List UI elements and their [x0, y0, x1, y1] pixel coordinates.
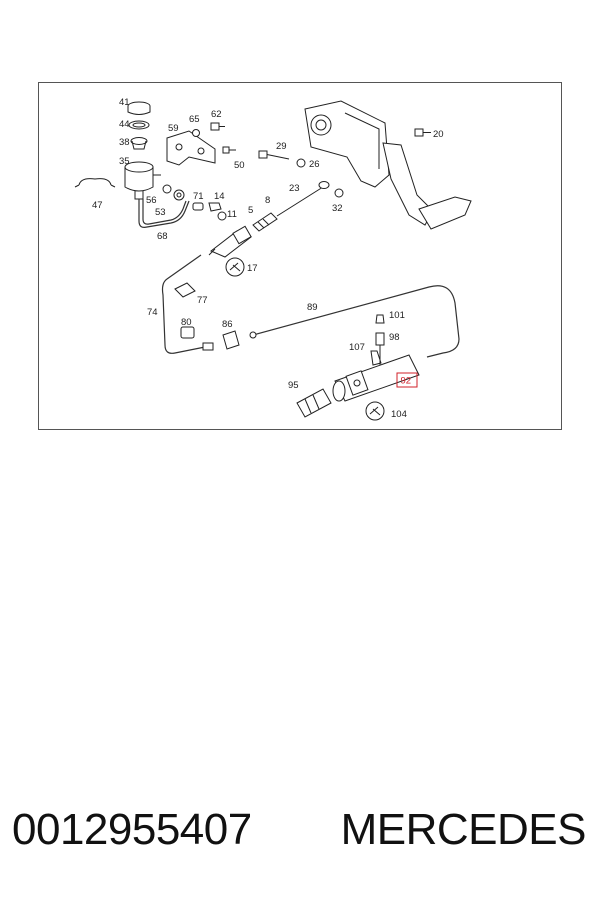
callout-41[interactable]: 41 [119, 97, 130, 108]
callout-5[interactable]: 5 [248, 205, 253, 216]
clip-53[interactable] [173, 189, 185, 201]
callout-32[interactable]: 32 [332, 203, 343, 214]
callout-53[interactable]: 53 [155, 207, 166, 218]
callout-47[interactable]: 47 [92, 200, 103, 211]
part-number: 0012955407 [12, 805, 252, 854]
callout-56[interactable]: 56 [146, 195, 157, 206]
clutch-pedal [382, 142, 472, 230]
hose-68[interactable] [138, 199, 190, 228]
clamp-71[interactable] [192, 202, 204, 211]
hose-nut-left [202, 342, 214, 351]
pedal-bracket [304, 100, 390, 188]
bleeder-cap-101[interactable] [375, 314, 385, 324]
callout-71[interactable]: 71 [193, 191, 204, 202]
boot-95[interactable] [296, 388, 332, 418]
fitting-80[interactable] [180, 326, 195, 339]
callout-107[interactable]: 107 [349, 342, 365, 353]
callout-92[interactable]: 92 [401, 376, 412, 387]
screw-50[interactable] [222, 146, 236, 154]
filter-38[interactable] [130, 137, 148, 150]
bolt-20[interactable] [414, 128, 431, 137]
bleeder-valve-98[interactable] [375, 332, 385, 346]
callout-17[interactable]: 17 [247, 263, 258, 274]
nut-11[interactable] [217, 211, 227, 221]
clip-56[interactable] [162, 184, 172, 194]
callout-20[interactable]: 20 [433, 129, 444, 140]
callout-50[interactable]: 50 [234, 160, 245, 171]
master-cylinder-5[interactable] [208, 225, 252, 258]
clutch-hose-89[interactable] [252, 285, 460, 358]
slave-cylinder-92[interactable] [332, 354, 420, 402]
callout-89[interactable]: 89 [307, 302, 318, 313]
callout-77[interactable]: 77 [197, 295, 208, 306]
callout-14[interactable]: 14 [214, 191, 225, 202]
pushrod [276, 186, 324, 217]
screw-65[interactable] [192, 129, 200, 137]
callout-68[interactable]: 68 [157, 231, 168, 242]
callout-74[interactable]: 74 [147, 307, 158, 318]
screw-62[interactable] [210, 122, 225, 131]
wrench-104 [365, 401, 385, 421]
brand-name: MERCEDES [340, 805, 587, 854]
callout-38[interactable]: 38 [119, 137, 130, 148]
callout-8[interactable]: 8 [265, 195, 270, 206]
callout-23[interactable]: 23 [289, 183, 300, 194]
reservoir-cap-41[interactable] [127, 101, 151, 115]
exploded-view-drawing: 41 44 38 35 47 59 65 62 50 56 53 71 14 1… [74, 97, 472, 421]
callout-62[interactable]: 62 [211, 109, 222, 120]
callout-29[interactable]: 29 [276, 141, 287, 152]
clevis-23[interactable] [318, 181, 330, 189]
callout-80[interactable]: 80 [181, 317, 192, 328]
pressure-line-74[interactable] [161, 254, 206, 354]
highlight-box-92 [396, 372, 418, 388]
callout-104[interactable]: 104 [391, 409, 407, 420]
clip-14[interactable] [208, 202, 222, 212]
seal-ring-44[interactable] [128, 120, 150, 130]
clamp-47[interactable] [74, 178, 116, 188]
fitting-77[interactable] [174, 282, 196, 298]
wrench-17 [225, 257, 245, 277]
nut-26[interactable] [296, 158, 306, 168]
callout-86[interactable]: 86 [222, 319, 233, 330]
callout-101[interactable]: 101 [389, 310, 405, 321]
callout-65[interactable]: 65 [189, 114, 200, 125]
boot-8[interactable] [252, 212, 278, 232]
bracket-59[interactable] [166, 130, 216, 166]
nut-32[interactable] [334, 188, 344, 198]
hose-end-left [249, 331, 257, 339]
clip-86[interactable] [222, 330, 240, 350]
callout-44[interactable]: 44 [119, 119, 130, 130]
callout-26[interactable]: 26 [309, 159, 320, 170]
parts-diagram: 41 44 38 35 47 59 65 62 50 56 53 71 14 1… [38, 82, 562, 430]
callout-59[interactable]: 59 [168, 123, 179, 134]
callout-98[interactable]: 98 [389, 332, 400, 343]
part-footer: 0012955407 MERCEDES [0, 800, 600, 860]
callout-95[interactable]: 95 [288, 380, 299, 391]
bolt-29[interactable] [258, 150, 290, 160]
reservoir-35[interactable] [124, 161, 161, 200]
callout-11[interactable]: 11 [227, 209, 237, 220]
callout-35[interactable]: 35 [119, 156, 130, 167]
bleeder-screw-107[interactable] [370, 350, 382, 366]
